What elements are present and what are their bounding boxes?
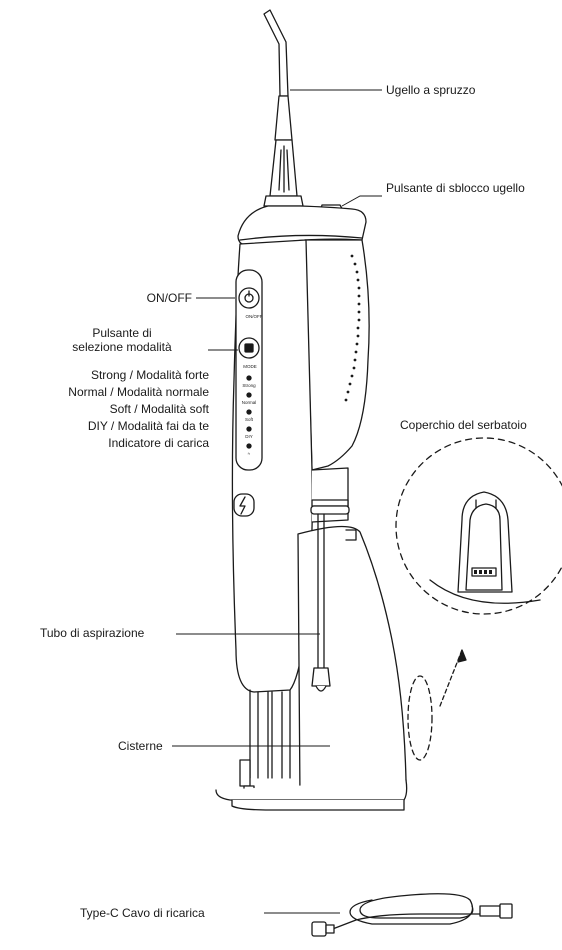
charging-cable <box>312 894 512 936</box>
device-led-strong-text: Strong <box>242 383 256 388</box>
label-soft: Soft / Modalità soft <box>0 402 209 416</box>
led-charge <box>247 444 251 448</box>
label-onoff: ON/OFF <box>100 291 192 305</box>
label-nozzle: Ugello a spruzzo <box>386 83 475 97</box>
device-led-soft-text: Soft <box>245 417 254 422</box>
label-tank-lid: Coperchio del serbatoio <box>400 418 562 432</box>
label-suction-tube: Tubo di aspirazione <box>40 626 144 640</box>
led-diy <box>247 427 251 431</box>
label-strong: Strong / Modalità forte <box>0 368 209 382</box>
label-mode-line1: Pulsante di <box>40 326 204 340</box>
label-nozzle-release: Pulsante di sblocco ugello <box>386 181 525 195</box>
label-diy: DIY / Modalità fai da te <box>0 419 209 433</box>
reservoir <box>240 690 290 794</box>
lid-detail-callout <box>396 438 562 614</box>
label-mode-line2: selezione modalità <box>40 340 204 354</box>
nozzle-tip <box>264 10 303 206</box>
label-tank: Cisterne <box>118 739 163 753</box>
led-soft <box>247 410 251 414</box>
led-strong <box>247 376 251 380</box>
label-normal: Normal / Modalità normale <box>0 385 209 399</box>
charge-port <box>234 494 254 516</box>
device-mode-text: MODE <box>243 364 257 369</box>
device-power-text: ON/OFF <box>246 314 263 319</box>
label-cable: Type-C Cavo di ricarica <box>80 906 205 920</box>
mode-icon <box>245 344 253 352</box>
label-charge-indicator: Indicatore di carica <box>0 436 209 450</box>
led-normal <box>247 393 251 397</box>
device-led-normal-text: Normal <box>242 400 257 405</box>
device-led-diy-text: DIY <box>245 434 253 439</box>
detail-marker <box>408 676 432 760</box>
